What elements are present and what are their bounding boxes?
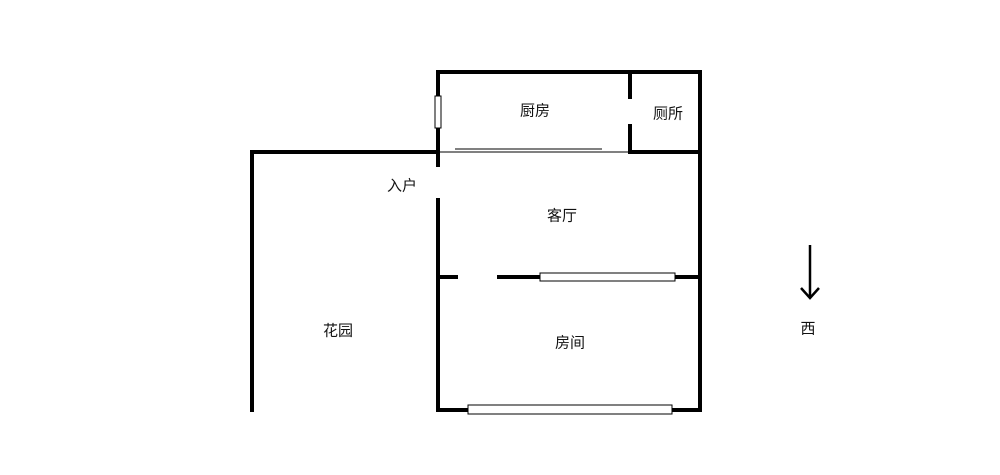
room-label-garden: 花园 — [322, 321, 354, 340]
room-label-living-room: 客厅 — [546, 206, 578, 225]
room-label-entrance: 入户 — [386, 176, 418, 195]
room-label-toilet: 厕所 — [652, 104, 684, 123]
living-window — [539, 272, 676, 282]
bedroom-window — [467, 404, 673, 415]
room-label-kitchen: 厨房 — [519, 101, 551, 120]
kitchen-window — [434, 95, 442, 129]
direction-label: 西 — [800, 319, 816, 338]
arrow-down-icon — [800, 245, 820, 300]
room-label-bedroom: 房间 — [554, 333, 586, 352]
